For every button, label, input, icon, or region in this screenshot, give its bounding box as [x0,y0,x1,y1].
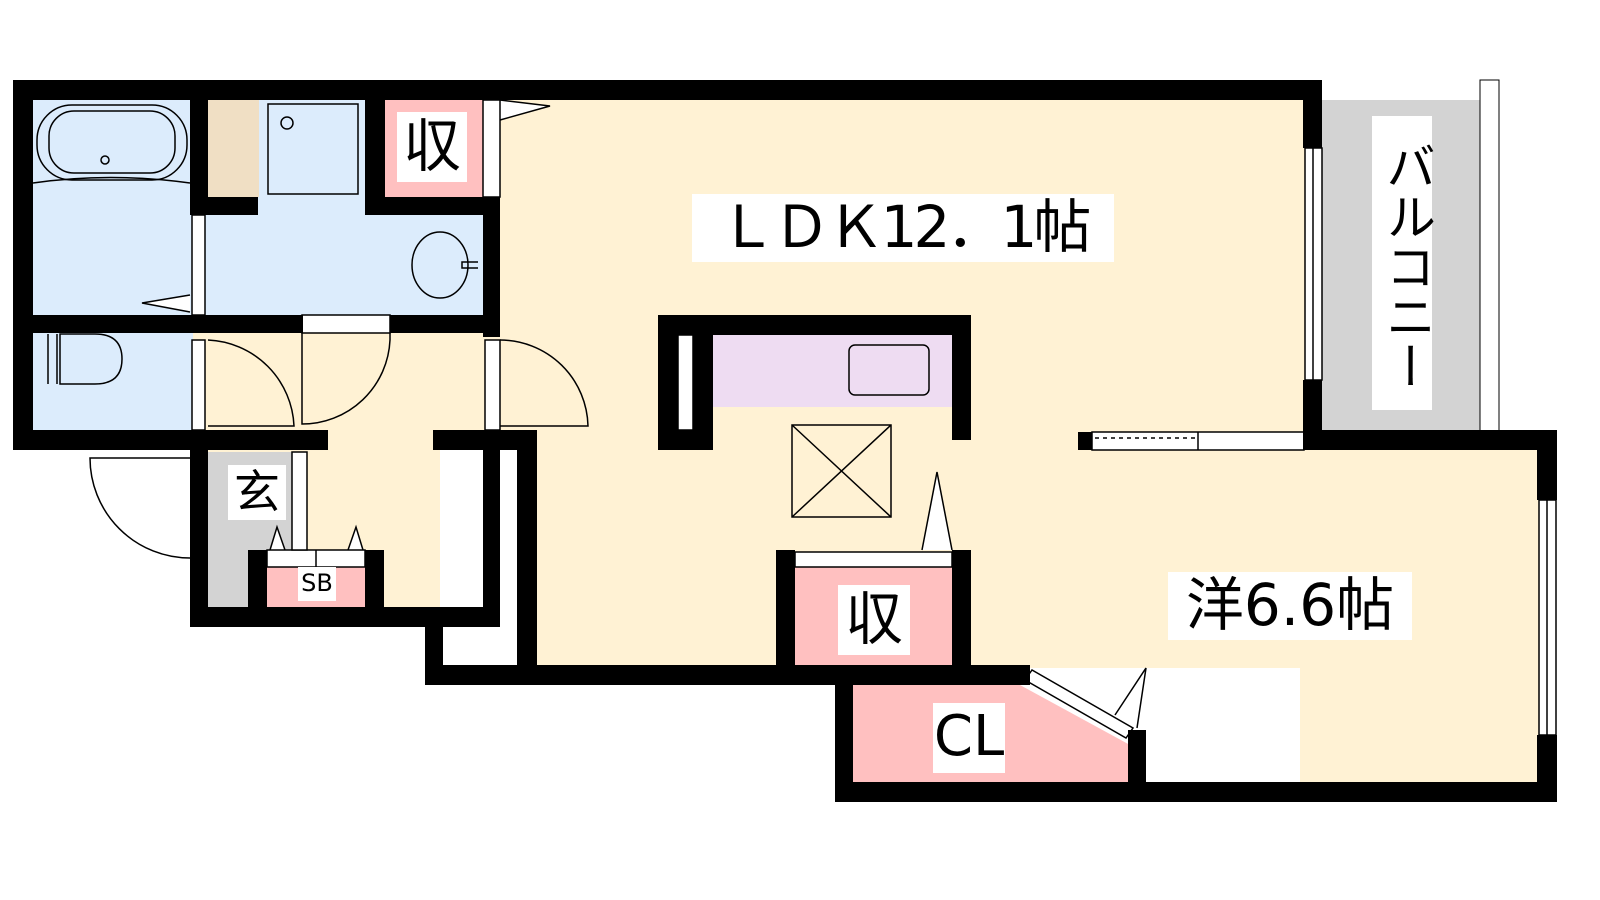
entrance-label: 玄 [228,465,286,520]
laundry-space [207,100,259,197]
walls [13,80,1557,802]
toilet-door-icon [207,339,295,427]
ldk-door-icon [499,339,589,427]
shoebox-label: SB [298,567,336,601]
sink-icon [848,344,930,396]
balcony-rail [1479,79,1500,433]
western-room-label: 洋6.6帖 [1168,572,1412,640]
toilet-icon [47,333,123,385]
bathtub-icon [36,104,188,181]
storage-mid-label: 収 [838,585,910,655]
washroom-door-icon [301,333,391,425]
ldk-label: ＬＤＫ12．1帖 [692,194,1114,262]
bath-door-icon [141,294,191,313]
storage-top-label: 収 [397,112,467,182]
refrigerator-space-icon [791,424,892,518]
bath-floor [33,100,193,315]
kitchen-counter [712,335,952,407]
washing-machine-icon [267,103,359,195]
washbasin-icon [411,231,469,299]
entrance-door-icon [89,457,191,559]
closet-label: CL [933,703,1005,773]
outside-notch [440,448,520,668]
balcony-label: バルコニー [1372,116,1436,410]
